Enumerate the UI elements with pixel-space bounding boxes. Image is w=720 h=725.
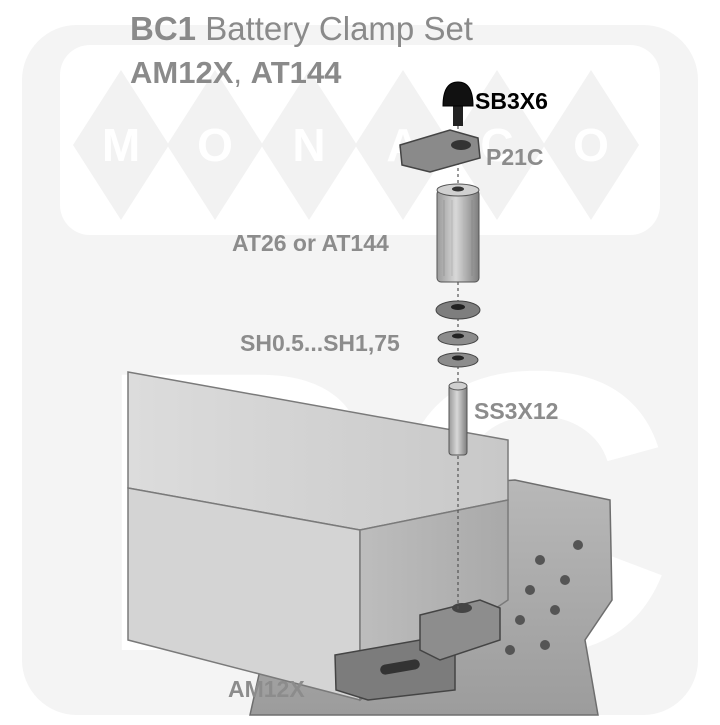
label-sb3x6: SB3X6 (475, 88, 548, 114)
stud-ss3x12 (448, 381, 468, 456)
watermark-diamond (167, 70, 263, 220)
spacer-at26 (436, 183, 480, 283)
label-at26: AT26 or AT144 (232, 230, 389, 256)
clamp-p21c (399, 129, 481, 173)
screw-sb3x6 (442, 81, 474, 126)
watermark-letter: O (197, 119, 233, 171)
watermark-diamond (261, 70, 357, 220)
watermark-letter: O (573, 119, 609, 171)
watermark-diamond (543, 70, 639, 220)
watermark-letter: C (480, 119, 513, 171)
model-separator: , (233, 55, 251, 90)
label-shims: SH0.5...SH1,75 (240, 330, 400, 356)
title-line-1: BC1 Battery Clamp Set (130, 10, 473, 48)
product-code: BC1 (130, 10, 197, 47)
product-name: Battery Clamp Set (205, 10, 473, 47)
am12x-mount (334, 599, 501, 701)
shim-washers (435, 300, 481, 368)
label-ss3x12: SS3X12 (474, 398, 559, 424)
watermark-letter: M (102, 119, 140, 171)
watermark-diamond (73, 70, 169, 220)
label-am12x: AM12X (228, 676, 305, 702)
model-am12x: AM12X (130, 55, 234, 90)
label-p21c: P21C (486, 144, 544, 170)
watermark-letter: N (292, 119, 325, 171)
model-at144: AT144 (250, 55, 342, 90)
title-line-2: AM12X, AT144 (130, 55, 341, 91)
watermark-diamond (449, 70, 545, 220)
